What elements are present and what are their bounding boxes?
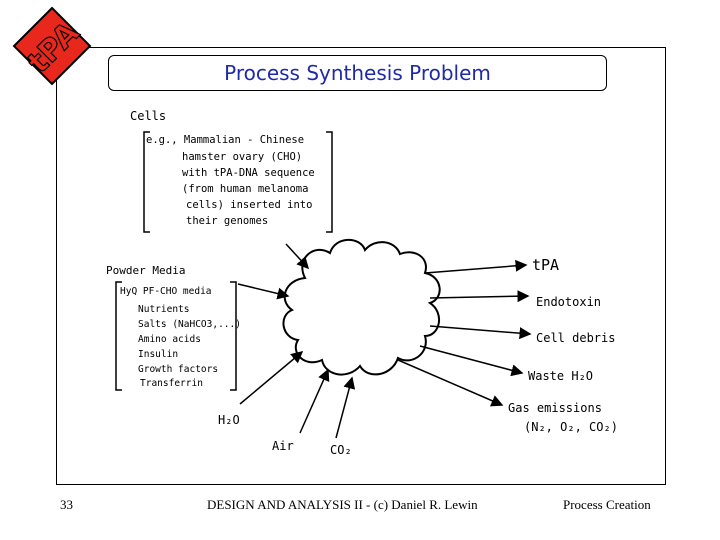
input-label-water: H₂O [218,413,240,427]
page-number: 33 [60,497,73,512]
media-line: Growth factors [138,364,218,375]
cells-line: their genomes [186,215,268,227]
footer-credit: DESIGN AND ANALYSIS II - (c) Daniel R. L… [207,497,478,512]
gas-emissions-arrow [397,359,504,407]
process-diagram: Cells e.g., Mammalian - Chinese hamster … [106,109,618,457]
output-label-gas-list: (N₂, O₂, CO₂) [524,420,618,434]
cell-debris-arrow [429,325,532,340]
slide-frame-bottom [56,484,666,485]
slide-title: Process Synthesis Problem [224,61,491,85]
media-bracket-left [115,281,122,391]
cells-bracket-left [143,131,150,233]
media-line: Transferrin [140,378,203,389]
co2-arrow [335,376,356,439]
output-label-gas-emissions: Gas emissions [508,401,602,415]
media-line: Insulin [138,349,178,360]
media-arrow [237,283,290,300]
media-line: Salts (NaHCO3,...) [138,319,241,330]
cells-line: e.g., Mammalian - Chinese [146,134,304,146]
output-label-waste-water: Waste H₂O [528,369,593,383]
input-label-air: Air [272,439,294,453]
slide-frame-top [56,47,666,48]
cells-line: with tPA-DNA sequence [182,167,315,179]
cells-line: cells) inserted into [186,199,312,211]
slide-frame-right [665,47,666,484]
media-heading: Powder Media [106,264,185,277]
output-label-cell-debris: Cell debris [536,331,615,345]
water-arrow [239,351,304,405]
media-bracket-right [230,281,237,391]
slide-frame-left [56,80,57,484]
input-label-co2: CO₂ [330,443,352,457]
air-arrow [299,368,330,434]
title-box: Process Synthesis Problem [108,55,607,91]
logo-text: tPA [21,15,86,80]
cells-heading: Cells [130,109,166,123]
process-cloud [282,238,441,376]
tpa-logo: tPA [12,6,92,86]
media-line: HyQ PF-CHO media [120,286,212,297]
output-label-endotoxin: Endotoxin [536,295,601,309]
output-label-tpa: tPA [532,256,559,274]
cells-arrow [285,243,310,270]
waste-water-arrow [419,345,524,377]
media-line: Nutrients [138,304,189,315]
logo-diamond [12,6,92,86]
endotoxin-arrow [429,290,530,303]
cells-bracket-right [326,131,333,233]
cells-line: (from human melanoma [182,183,308,195]
footer-section: Process Creation [563,497,651,512]
cells-line: hamster ovary (CHO) [182,151,302,163]
tpa-arrow [424,259,528,274]
media-line: Amino acids [138,334,201,345]
